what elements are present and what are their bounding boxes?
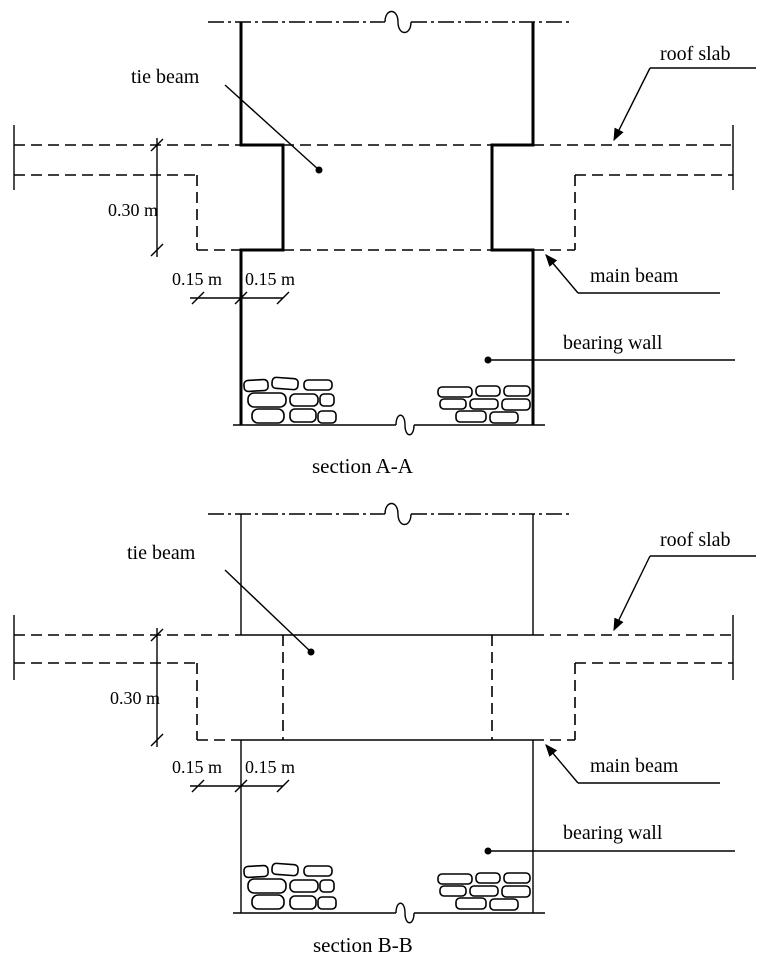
tie-beam-label: tie beam bbox=[131, 66, 200, 88]
dimension-offset-left-label: 0.15 m bbox=[172, 269, 222, 289]
ground-line bbox=[233, 902, 545, 924]
ground-line bbox=[233, 414, 545, 436]
bearing-wall-label: bearing wall bbox=[563, 822, 663, 844]
tie-beam-label: tie beam bbox=[127, 542, 196, 564]
roof-slab-label: roof slab bbox=[660, 529, 731, 551]
top-break-line bbox=[208, 10, 572, 34]
bearing-wall-label: bearing wall bbox=[563, 332, 663, 354]
masonry-stones bbox=[243, 862, 531, 911]
dimension-lines bbox=[150, 628, 290, 793]
dimension-offset-right-label: 0.15 m bbox=[245, 269, 295, 289]
main-beam-outline bbox=[196, 635, 576, 741]
roof-slab-label: roof slab bbox=[660, 43, 731, 65]
section-a-a: 0.30 m 0.15 m 0.15 m tie beam roof slab … bbox=[13, 10, 756, 478]
main-beam-label: main beam bbox=[590, 265, 679, 287]
dimension-offset-left-label: 0.15 m bbox=[172, 757, 222, 777]
bearing-wall-outline bbox=[239, 22, 535, 425]
section-b-b: 0.30 m 0.15 m 0.15 m tie beam roof slab … bbox=[13, 502, 756, 957]
roof-slab-outline bbox=[13, 125, 734, 190]
section-caption: section A-A bbox=[312, 454, 414, 478]
main-beam-label: main beam bbox=[590, 755, 679, 777]
dimension-height-label: 0.30 m bbox=[108, 200, 158, 220]
roof-slab-outline bbox=[13, 615, 734, 680]
tie-beam-outline bbox=[241, 634, 533, 741]
section-caption: section B-B bbox=[313, 933, 413, 957]
dimension-offset-right-label: 0.15 m bbox=[245, 757, 295, 777]
bearing-wall-outline bbox=[240, 514, 534, 913]
dimension-lines bbox=[150, 138, 290, 305]
leader-lines bbox=[224, 555, 756, 855]
leader-lines bbox=[224, 67, 756, 364]
dimension-height-label: 0.30 m bbox=[110, 688, 160, 708]
masonry-stones bbox=[243, 376, 531, 424]
main-beam-outline bbox=[196, 175, 576, 251]
top-break-line bbox=[208, 502, 572, 526]
